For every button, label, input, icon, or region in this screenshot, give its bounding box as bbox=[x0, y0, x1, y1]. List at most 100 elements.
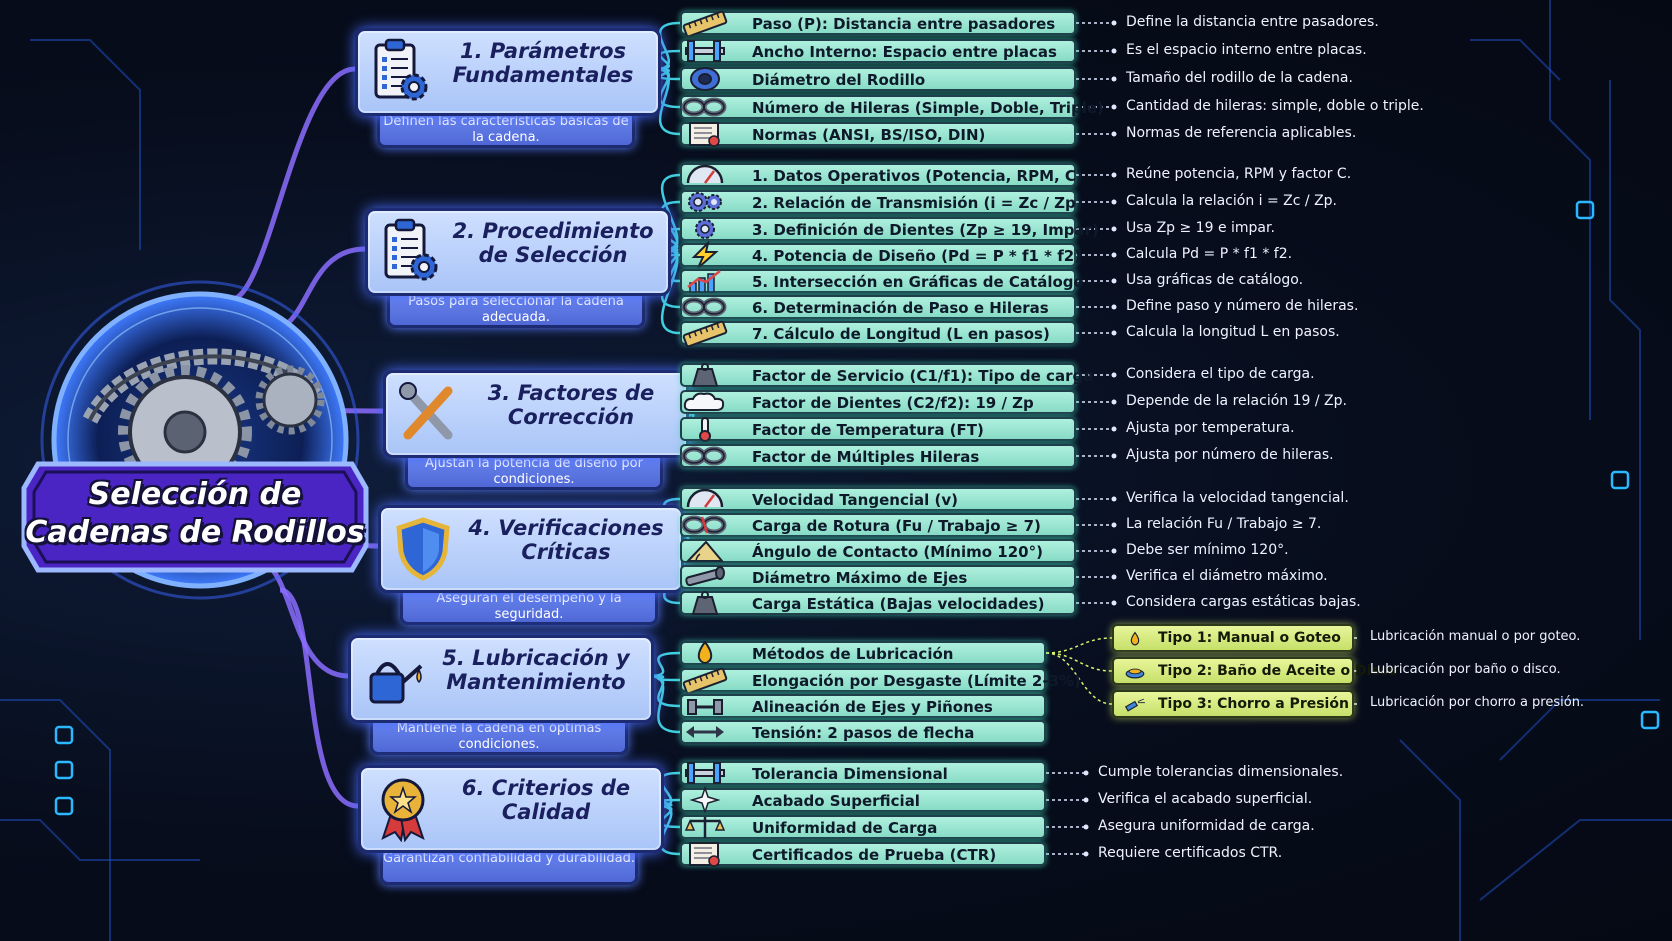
leaf-description: Usa Zp ≥ 19 e impar. bbox=[1126, 220, 1275, 236]
leaf-item[interactable]: 2. Relación de Transmisión (i = Zc / Zp) bbox=[680, 190, 1083, 214]
leaf-item[interactable]: Factor de Temperatura (FT) bbox=[680, 417, 1076, 442]
leaf-description: Reúne potencia, RPM y factor C. bbox=[1126, 166, 1352, 182]
category-header: 2. Procedimiento de Selección bbox=[365, 208, 671, 296]
oil-bath-icon bbox=[1118, 659, 1152, 685]
leaf-item[interactable]: Factor de Dientes (C2/f2): 19 / Zp bbox=[680, 390, 1076, 414]
category-c2[interactable]: Pasos para seleccionar la cadena adecuad… bbox=[365, 208, 671, 328]
leaf-description: Calcula la relación i = Zc / Zp. bbox=[1126, 193, 1338, 209]
sparkle-icon bbox=[676, 785, 734, 815]
leaf-item[interactable]: Número de Hileras (Simple, Doble, Triple… bbox=[680, 95, 1104, 119]
category-c1[interactable]: Definen las características básicas de l… bbox=[355, 28, 661, 148]
leaf-description: Verifica el acabado superficial. bbox=[1098, 791, 1313, 807]
leaf-item[interactable]: Factor de Servicio (C1/f1): Tipo de carg… bbox=[680, 363, 1093, 387]
leaf-label: Ancho Interno: Espacio entre placas bbox=[752, 43, 1057, 61]
cloud-gear-icon bbox=[676, 388, 734, 416]
leaf-item[interactable]: Acabado Superficial bbox=[680, 785, 1046, 815]
category-c5[interactable]: Mantiene la cadena en óptimas condicione… bbox=[348, 635, 654, 755]
ruler-icon bbox=[676, 319, 734, 348]
leaf-item[interactable]: Alineación de Ejes y Piñones bbox=[680, 694, 1046, 718]
lightning-icon bbox=[676, 239, 734, 269]
leaf-item[interactable]: Elongación por Desgaste (Límite 2-3%) bbox=[680, 667, 1081, 695]
lubrication-type[interactable]: Tipo 1: Manual o Goteo bbox=[1112, 624, 1354, 652]
leaf-item[interactable]: Diámetro Máximo de Ejes bbox=[680, 565, 1076, 589]
category-header: 5. Lubricación y Mantenimiento bbox=[348, 635, 654, 723]
leaf-label: Diámetro Máximo de Ejes bbox=[752, 569, 968, 587]
category-c3[interactable]: Ajustan la potencia de diseño por condic… bbox=[383, 370, 689, 490]
spray-icon bbox=[1118, 692, 1152, 718]
leaf-description: Considera el tipo de carga. bbox=[1126, 366, 1315, 382]
leaf-label: 2. Relación de Transmisión (i = Zc / Zp) bbox=[752, 194, 1083, 212]
leaf-item[interactable]: Ancho Interno: Espacio entre placas bbox=[680, 39, 1076, 63]
leaf-item[interactable]: Carga de Rotura (Fu / Trabajo ≥ 7) bbox=[680, 513, 1076, 537]
leaf-item[interactable]: Carga Estática (Bajas velocidades) bbox=[680, 591, 1076, 615]
title-plate-shape bbox=[21, 461, 369, 573]
sprocket-chain-icon bbox=[82, 348, 325, 499]
certificate-icon bbox=[676, 840, 734, 868]
leaf-label: Carga de Rotura (Fu / Trabajo ≥ 7) bbox=[752, 517, 1041, 535]
gauge-icon bbox=[676, 161, 734, 189]
leaf-description: Es el espacio interno entre placas. bbox=[1126, 42, 1367, 58]
leaf-label: Velocidad Tangencial (v) bbox=[752, 491, 958, 509]
leaf-item[interactable]: 4. Potencia de Diseño (Pd = P * f1 * f2) bbox=[680, 239, 1081, 269]
category-c4[interactable]: Aseguran el desempeño y la seguridad.4. … bbox=[378, 505, 684, 625]
leaf-description: Asegura uniformidad de carga. bbox=[1098, 818, 1315, 834]
category-title: 1. Parámetros Fundamentales bbox=[452, 39, 634, 87]
chain-icon bbox=[676, 293, 734, 321]
lubrication-type[interactable]: Tipo 2: Baño de Aceite o Disco bbox=[1112, 657, 1398, 685]
leaf-item[interactable]: Velocidad Tangencial (v) bbox=[680, 487, 1076, 511]
gauge-icon bbox=[676, 485, 734, 513]
leaf-description: Considera cargas estáticas bajas. bbox=[1126, 594, 1361, 610]
leaf-item[interactable]: Diámetro del Rodillo bbox=[680, 67, 1076, 91]
category-header: 1. Parámetros Fundamentales bbox=[355, 28, 661, 116]
category-header: 3. Factores de Corrección bbox=[383, 370, 689, 458]
leaf-item[interactable]: Tolerancia Dimensional bbox=[680, 761, 1046, 785]
wrench-screwdriver-icon bbox=[396, 379, 460, 447]
leaf-label: Normas (ANSI, BS/ISO, DIN) bbox=[752, 126, 986, 144]
balance-icon bbox=[676, 813, 734, 841]
leaf-description: Cantidad de hileras: simple, doble o tri… bbox=[1126, 98, 1424, 114]
leaf-item[interactable]: 1. Datos Operativos (Potencia, RPM, C) bbox=[680, 163, 1083, 187]
caliper-icon bbox=[676, 37, 734, 65]
leaf-item[interactable]: Factor de Múltiples Hileras bbox=[680, 444, 1076, 468]
dropper-icon bbox=[1118, 626, 1152, 652]
leaf-description: Depende de la relación 19 / Zp. bbox=[1126, 393, 1347, 409]
leaf-item[interactable]: 5. Intersección en Gráficas de Catálogo bbox=[680, 269, 1084, 293]
category-header: 6. Criterios de Calidad bbox=[358, 765, 664, 853]
gears-icon bbox=[676, 188, 734, 216]
lubrication-type-label: Tipo 2: Baño de Aceite o Disco bbox=[1158, 663, 1398, 679]
leaf-description: Usa gráficas de catálogo. bbox=[1126, 272, 1304, 288]
leaf-label: 3. Definición de Dientes (Zp ≥ 19, Impar… bbox=[752, 221, 1099, 239]
leaf-item[interactable]: Ángulo de Contacto (Mínimo 120°) bbox=[680, 539, 1076, 563]
leaf-item[interactable]: Paso (P): Distancia entre pasadores bbox=[680, 10, 1076, 38]
leaf-item[interactable]: Certificados de Prueba (CTR) bbox=[680, 842, 1046, 867]
chain-icon bbox=[676, 93, 734, 121]
leaf-description: Ajusta por temperatura. bbox=[1126, 420, 1295, 436]
leaf-label: Factor de Servicio (C1/f1): Tipo de carg… bbox=[752, 367, 1094, 385]
lubrication-type[interactable]: Tipo 3: Chorro a Presión bbox=[1112, 690, 1354, 718]
angle-icon bbox=[676, 537, 734, 565]
category-title: 5. Lubricación y Mantenimiento bbox=[442, 646, 630, 694]
leaf-label: Diámetro del Rodillo bbox=[752, 71, 926, 89]
leaf-label: 7. Cálculo de Longitud (L en pasos) bbox=[752, 325, 1050, 343]
lubrication-type-description: Lubricación manual o por goteo. bbox=[1370, 629, 1581, 644]
leaf-label: Paso (P): Distancia entre pasadores bbox=[752, 15, 1056, 33]
double-arrow-icon bbox=[676, 718, 734, 746]
alignment-icon bbox=[676, 692, 734, 720]
leaf-item[interactable]: Métodos de Lubricación bbox=[680, 640, 1046, 665]
leaf-item[interactable]: Tensión: 2 pasos de flecha bbox=[680, 720, 1046, 744]
leaf-description: La relación Fu / Trabajo ≥ 7. bbox=[1126, 516, 1322, 532]
leaf-item[interactable]: Uniformidad de Carga bbox=[680, 815, 1046, 839]
leaf-item[interactable]: 3. Definición de Dientes (Zp ≥ 19, Impar… bbox=[680, 217, 1099, 241]
category-c6[interactable]: Garantizan confiabilidad y durabilidad.6… bbox=[358, 765, 664, 885]
leaf-item[interactable]: 6. Determinación de Paso e Hileras bbox=[680, 295, 1076, 319]
leaf-item[interactable]: Normas (ANSI, BS/ISO, DIN) bbox=[680, 122, 1076, 147]
leaf-label: Factor de Dientes (C2/f2): 19 / Zp bbox=[752, 394, 1034, 412]
leaf-label: 4. Potencia de Diseño (Pd = P * f1 * f2) bbox=[752, 247, 1082, 265]
leaf-item[interactable]: 7. Cálculo de Longitud (L en pasos) bbox=[680, 320, 1076, 348]
category-title: 4. Verificaciones Críticas bbox=[468, 516, 664, 564]
leaf-description: Debe ser mínimo 120°. bbox=[1126, 542, 1289, 558]
caliper-icon bbox=[676, 759, 734, 787]
lubrication-type-label: Tipo 3: Chorro a Presión bbox=[1158, 696, 1349, 712]
